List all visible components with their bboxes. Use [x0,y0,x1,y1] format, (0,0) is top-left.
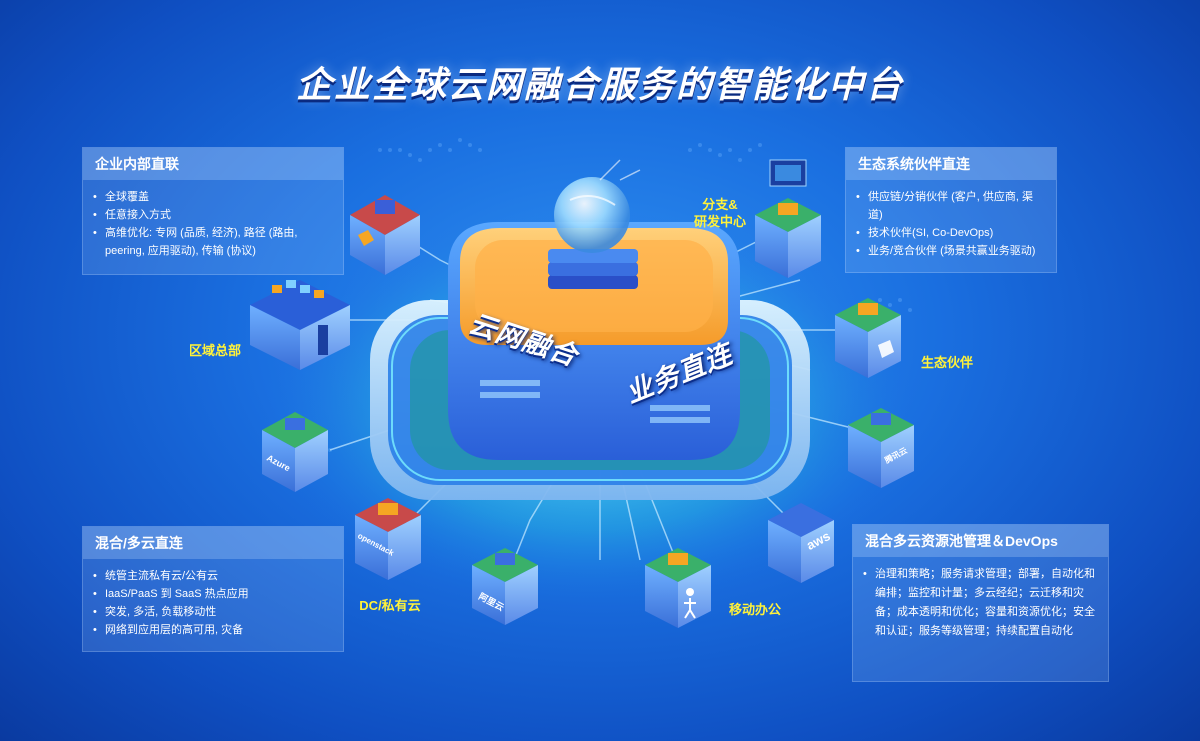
label-dc: DC/私有云 [359,598,421,613]
label-partner: 生态伙伴 [920,355,973,370]
list-item: 突发, 多活, 负载移动性 [93,603,333,621]
page-title: 企业全球云网融合服务的智能化中台 [295,64,904,105]
panel-hybrid-list: 统管主流私有云/公有云 IaaS/PaaS 到 SaaS 热点应用 突发, 多活… [83,567,343,639]
panel-internal: 企业内部直联 全球覆盖 任意接入方式 高维优化: 专网 (品质, 经济), 路径… [82,147,344,275]
list-item: 供应链/分销伙伴 (客户, 供应商, 渠道) [856,188,1046,224]
panel-ecosystem: 生态系统伙伴直连 供应链/分销伙伴 (客户, 供应商, 渠道) 技术伙伴(SI,… [845,147,1057,273]
panel-devops-header: 混合多云资源池管理＆DevOps [853,525,1108,557]
server-tencent [848,408,914,488]
label-mobile: 移动办公 [728,602,781,617]
server-aws [768,503,834,583]
panel-internal-list: 全球覆盖 任意接入方式 高维优化: 专网 (品质, 经济), 路径 (路由, p… [83,188,343,260]
list-item: 全球覆盖 [93,188,333,206]
panel-devops: 混合多云资源池管理＆DevOps 治理和策略；服务请求管理；部署，自动化和编排；… [852,524,1109,682]
server-azure [262,412,328,492]
list-item: 业务/竞合伙伴 (场景共赢业务驱动) [856,242,1046,260]
list-item: 技术伙伴(SI, Co-DevOps) [856,224,1046,242]
building-regional-hq [250,280,350,370]
server-aliyun [472,548,538,625]
list-item: 统管主流私有云/公有云 [93,567,333,585]
server-openstack [355,498,421,580]
panel-internal-header: 企业内部直联 [83,148,343,180]
panel-ecosystem-list: 供应链/分销伙伴 (客户, 供应商, 渠道) 技术伙伴(SI, Co-DevOp… [846,188,1056,260]
list-item: 治理和策略；服务请求管理；部署，自动化和编排；监控和计量；多云经纪；云迁移和灾备… [863,565,1098,641]
center-box [448,159,740,460]
panel-hybrid: 混合/多云直连 统管主流私有云/公有云 IaaS/PaaS 到 SaaS 热点应… [82,526,344,652]
label-branch: 分支& 研发中心 [693,197,746,229]
list-item: 高维优化: 专网 (品质, 经济), 路径 (路由, peering, 应用驱动… [93,224,333,260]
panel-hybrid-header: 混合/多云直连 [83,527,343,559]
server-partner [835,298,901,378]
label-regional-hq: 区域总部 [188,343,241,358]
panel-devops-list: 治理和策略；服务请求管理；部署，自动化和编排；监控和计量；多云经纪；云迁移和灾备… [853,565,1108,641]
list-item: 任意接入方式 [93,206,333,224]
list-item: 网络到应用层的高可用, 灾备 [93,621,333,639]
panel-ecosystem-header: 生态系统伙伴直连 [846,148,1056,180]
list-item: IaaS/PaaS 到 SaaS 热点应用 [93,585,333,603]
server-branch [755,159,821,278]
server-top-left [350,195,420,275]
server-mobile [645,548,711,628]
